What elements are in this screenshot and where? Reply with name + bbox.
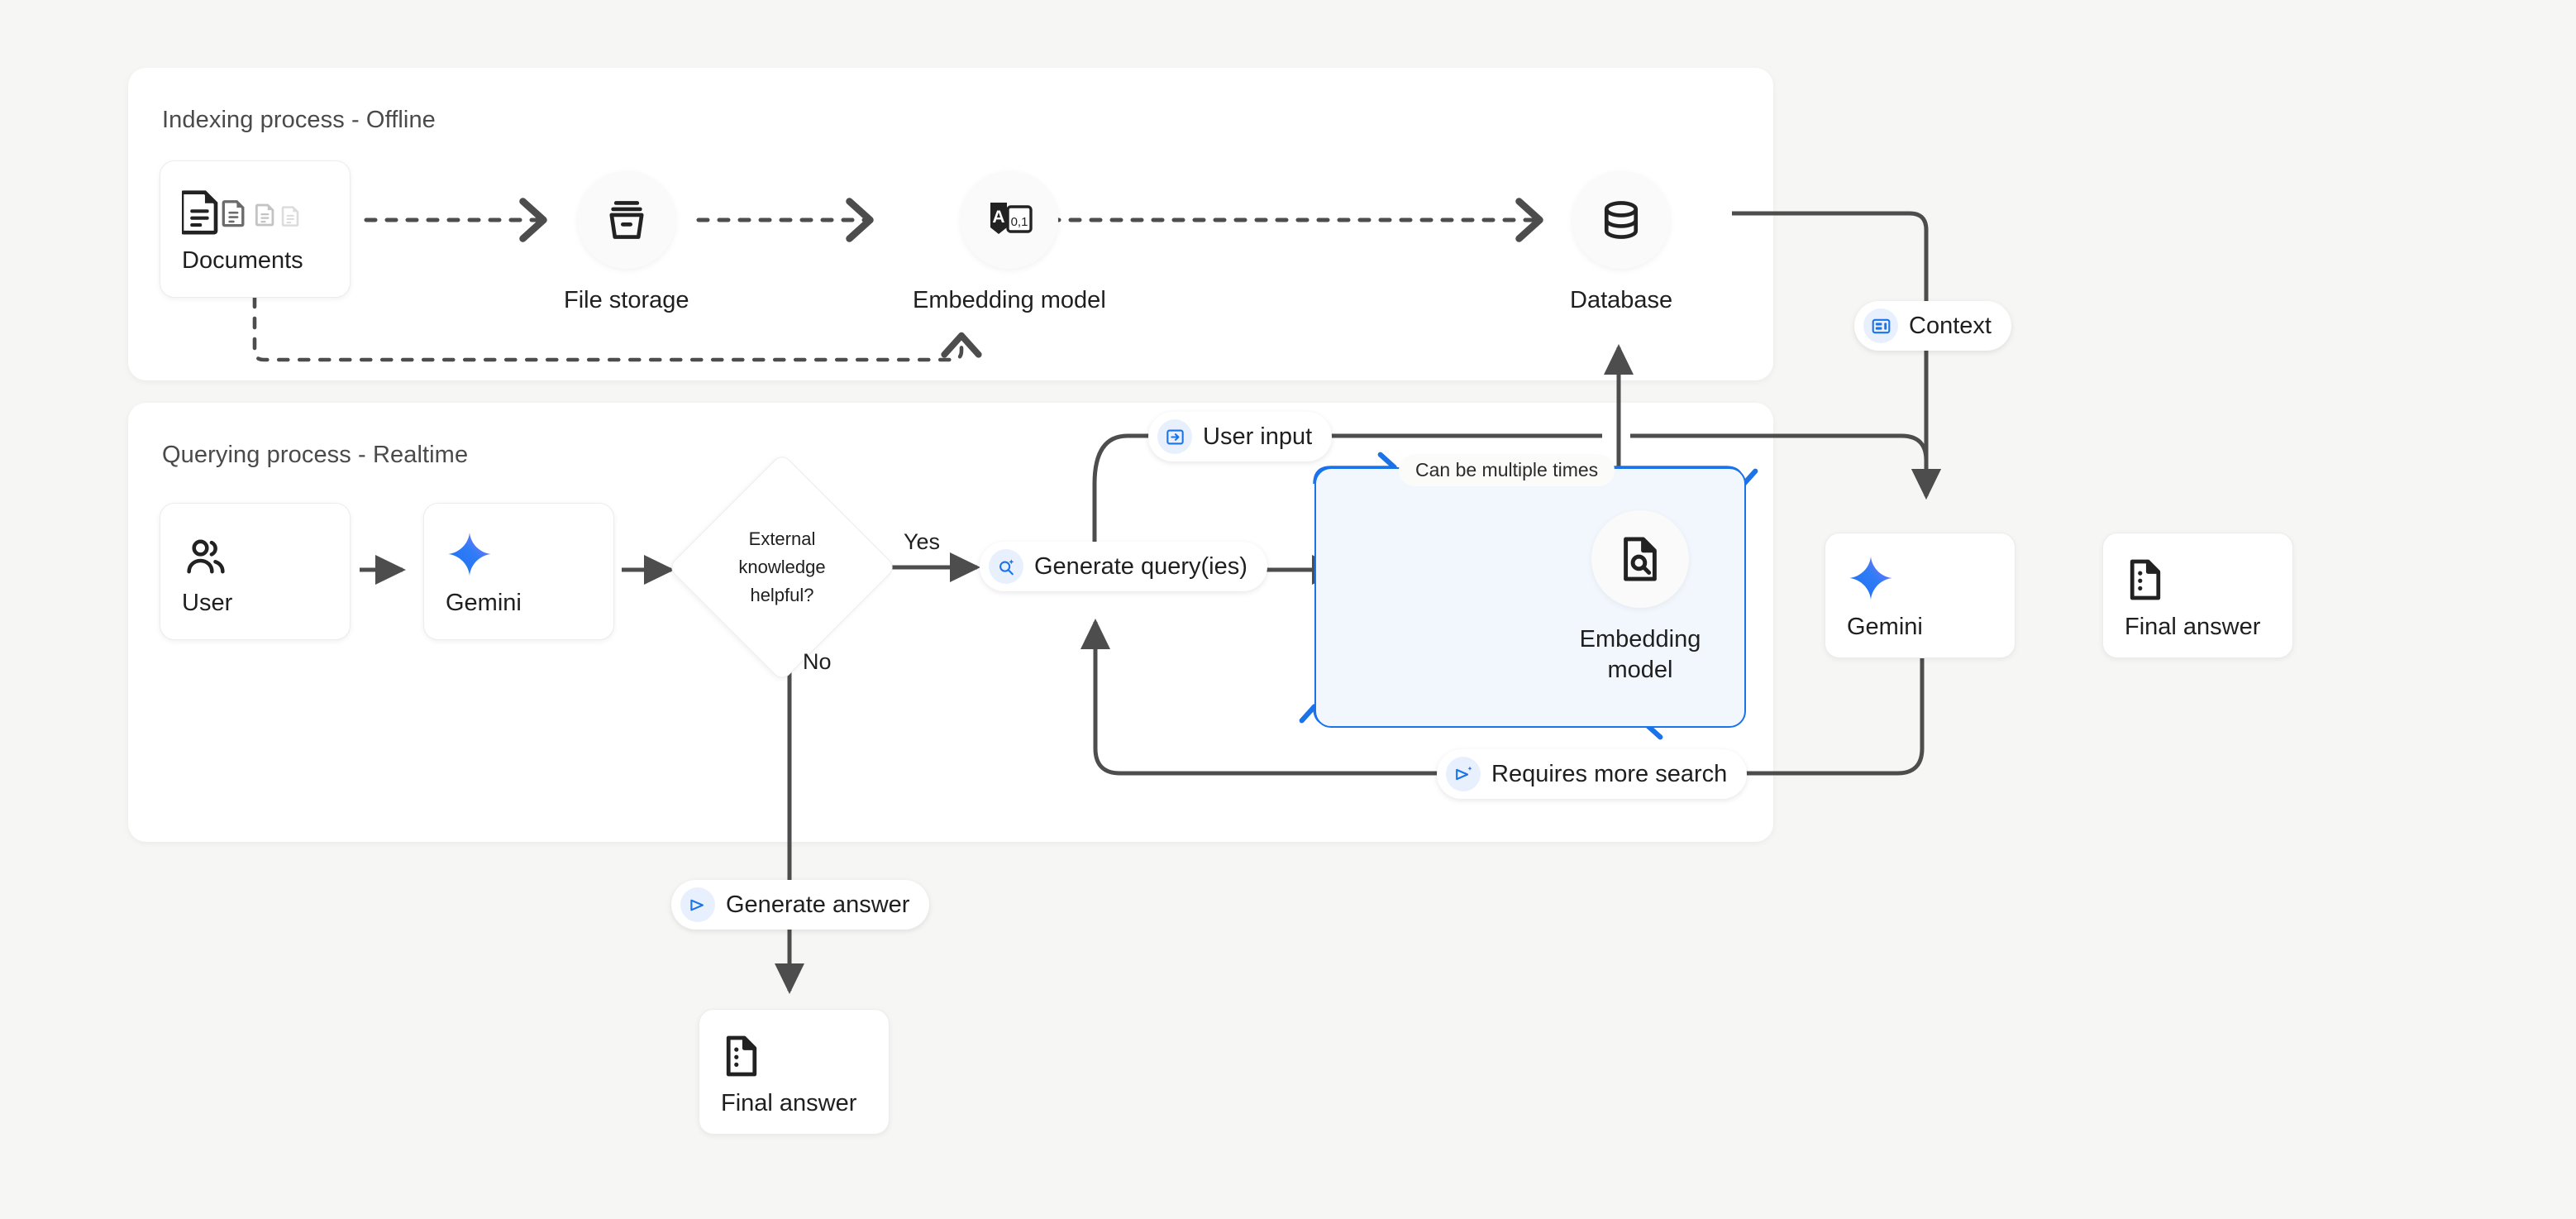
decision-line-1: External	[748, 528, 816, 549]
chip-requires-more-search[interactable]: Requires more search	[1437, 749, 1748, 799]
node-decision-external-knowledge[interactable]: External knowledge helpful?	[667, 452, 897, 682]
database-icon	[1572, 171, 1671, 269]
people-icon	[182, 527, 328, 578]
panel-title-querying: Querying process - Realtime	[162, 442, 469, 468]
send-icon	[680, 887, 715, 922]
node-file-storage-label: File storage	[564, 287, 689, 313]
embedding-label-line-2: model	[1607, 657, 1673, 684]
documents-icon	[182, 184, 328, 236]
node-database-label: Database	[1570, 287, 1673, 313]
node-final-answer-right[interactable]: Final answer	[2102, 533, 2293, 658]
decision-line-3: helpful?	[750, 585, 814, 606]
chip-generate-queries[interactable]: Generate query(ies)	[980, 542, 1267, 591]
answer-doc-icon	[2125, 551, 2271, 602]
node-embedding-model-querying[interactable]: Embedding model	[1570, 510, 1710, 686]
node-final-answer-right-label: Final answer	[2125, 613, 2261, 640]
chip-context[interactable]: Context	[1854, 301, 2011, 351]
edge-label-yes: Yes	[904, 529, 941, 554]
node-embedding-model-querying-label: Embedding model	[1570, 624, 1710, 686]
node-user[interactable]: User	[160, 503, 351, 640]
chip-user-input[interactable]: User input	[1148, 412, 1333, 461]
embedding-label-line-1: Embedding	[1579, 626, 1701, 653]
embedding-icon-letter-text: A	[992, 208, 1004, 227]
node-gemini-right-label: Gemini	[1847, 613, 1923, 640]
chip-generate-answer[interactable]: Generate answer	[671, 880, 930, 930]
node-user-label: User	[182, 589, 233, 616]
node-gemini-left[interactable]: Gemini	[423, 503, 614, 640]
node-final-answer-bottom[interactable]: Final answer	[699, 1009, 890, 1135]
archive-box-icon	[577, 171, 675, 269]
gemini-sparkle-icon	[1847, 551, 1993, 602]
decision-text: External knowledge helpful?	[701, 486, 863, 648]
text-to-vector-icon: 0,1 A	[960, 171, 1058, 269]
chip-user-input-label: User input	[1203, 423, 1313, 450]
node-final-answer-bottom-label: Final answer	[721, 1089, 857, 1116]
decision-line-2: knowledge	[738, 556, 826, 577]
node-file-storage[interactable]: File storage	[564, 171, 689, 316]
node-documents-label: Documents	[182, 246, 303, 274]
node-gemini-left-label: Gemini	[446, 589, 522, 616]
embedding-icon-bits-text: 0,1	[1010, 215, 1028, 229]
document-search-icon	[1591, 510, 1689, 608]
login-arrow-icon	[1157, 419, 1192, 454]
node-documents[interactable]: Documents	[160, 160, 351, 298]
gemini-sparkle-icon	[446, 527, 592, 578]
edge-label-can-be-multiple-times: Can be multiple times	[1399, 454, 1615, 486]
node-embedding-model-indexing[interactable]: 0,1 A Embedding model	[913, 171, 1106, 316]
search-sparkle-icon	[989, 549, 1023, 584]
answer-doc-icon	[721, 1027, 867, 1078]
chip-context-label: Context	[1909, 312, 1992, 339]
edge-label-no: No	[803, 649, 832, 674]
node-embedding-model-indexing-label: Embedding model	[913, 287, 1106, 313]
chip-generate-answer-label: Generate answer	[726, 891, 910, 918]
send-sparkle-icon	[1446, 757, 1481, 791]
node-gemini-right[interactable]: Gemini	[1825, 533, 2015, 658]
chip-requires-more-search-label: Requires more search	[1491, 760, 1728, 787]
loop-region-multiple-searches	[1314, 467, 1746, 728]
context-panel-icon	[1863, 308, 1898, 343]
node-database[interactable]: Database	[1570, 171, 1672, 316]
panel-title-indexing: Indexing process - Offline	[162, 107, 436, 133]
chip-generate-queries-label: Generate query(ies)	[1034, 552, 1247, 580]
